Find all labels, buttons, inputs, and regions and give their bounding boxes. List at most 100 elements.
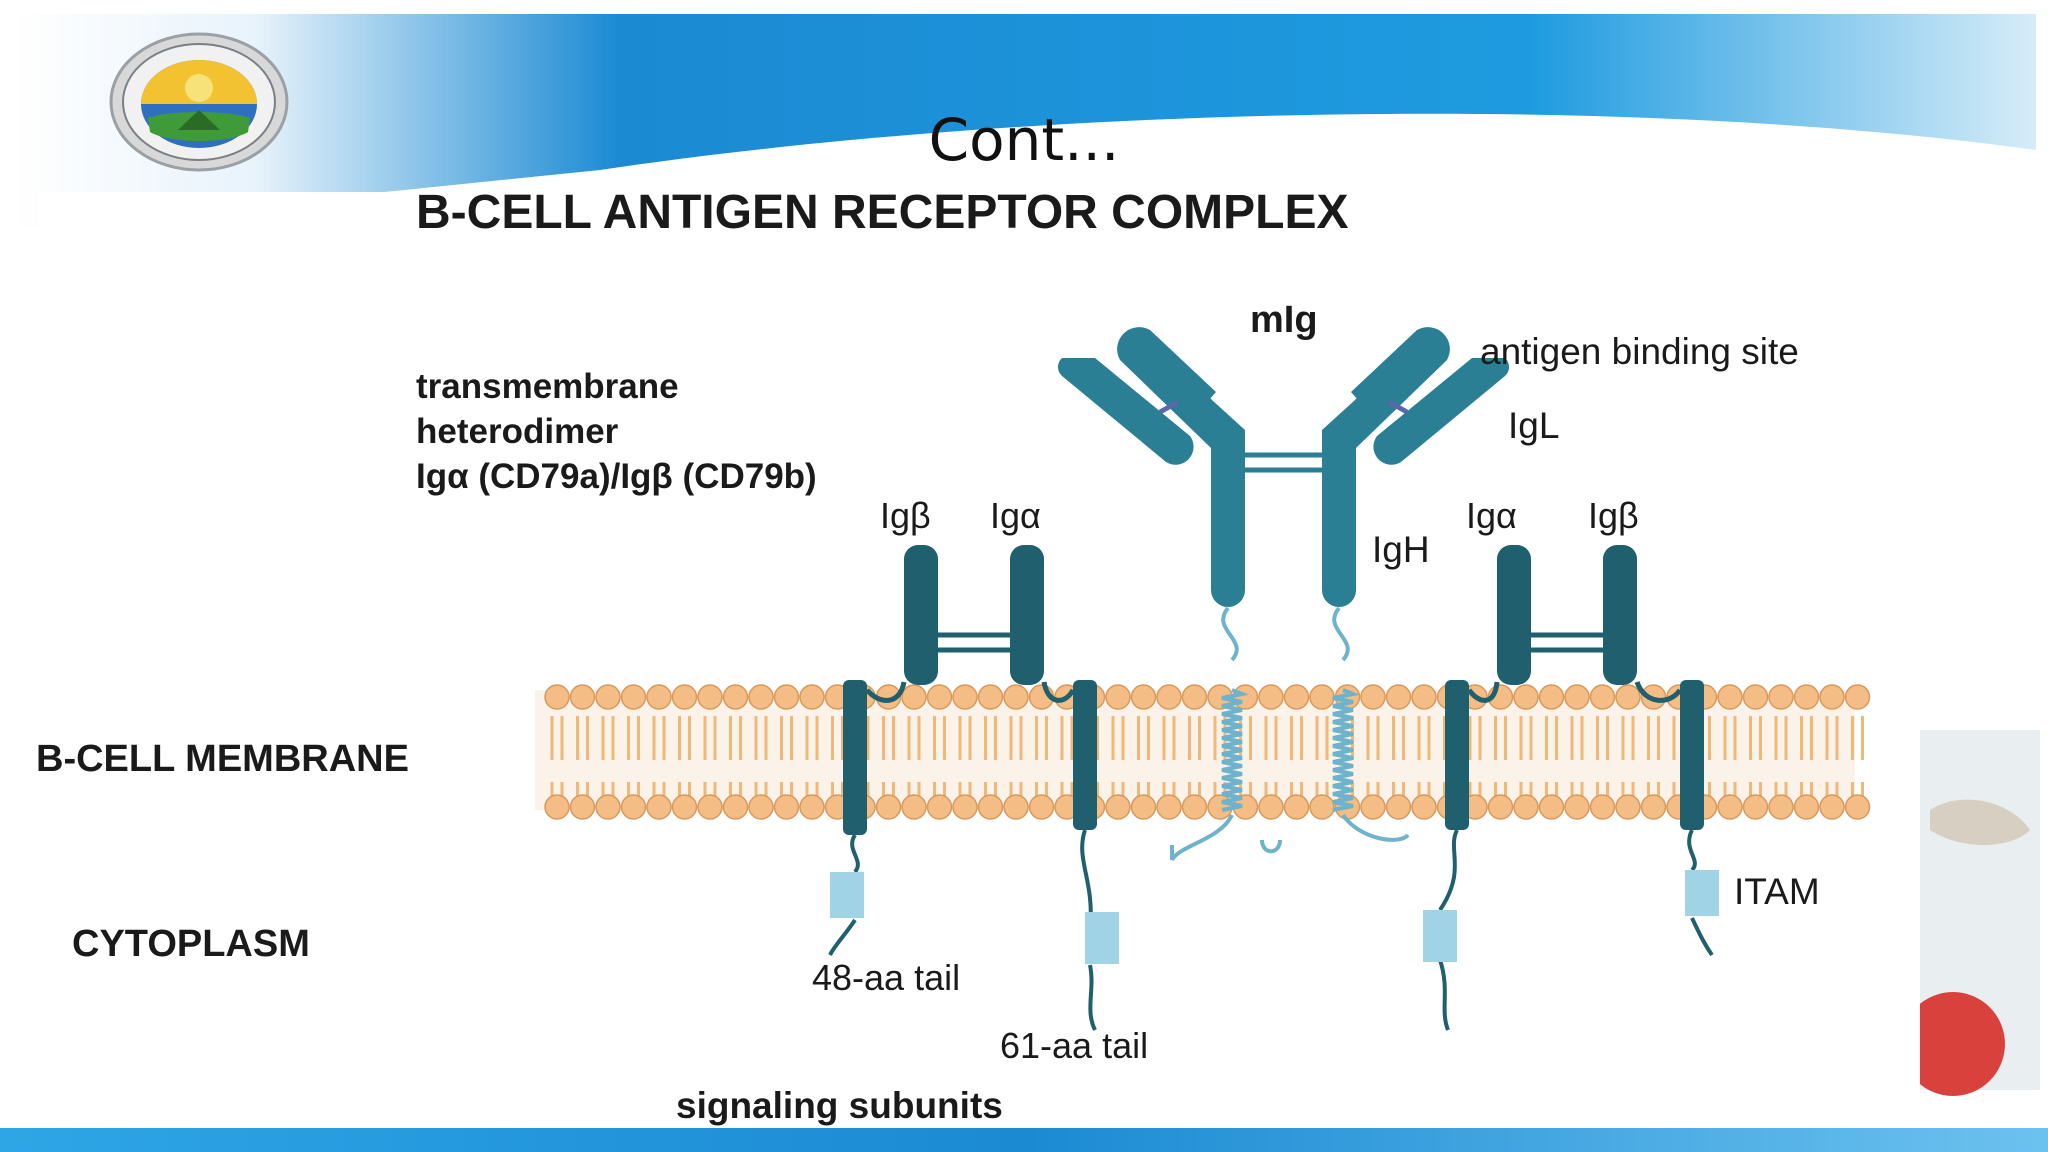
lipid-tail	[1111, 716, 1125, 800]
lipid-head	[671, 794, 698, 820]
ig-alpha-beta-label: Igα (CD79a)/Igβ (CD79b)	[416, 457, 817, 496]
antigen-binding-site-label: antigen binding site	[1480, 331, 1799, 372]
igl-label: IgL	[1508, 405, 1559, 446]
lipid-head	[1564, 684, 1590, 710]
itam-boxes	[830, 870, 1719, 964]
lipid-head	[1309, 794, 1335, 820]
lipid-tail	[1137, 716, 1150, 800]
lipid-head	[977, 684, 1004, 710]
lipid-head	[1003, 684, 1029, 710]
lipid-tail	[907, 716, 921, 800]
lipid-tail	[958, 716, 972, 800]
lipid-head	[952, 684, 978, 710]
lipid-head	[977, 794, 1004, 820]
lipid-head	[1615, 684, 1641, 710]
lipid-head	[697, 794, 723, 820]
right-igbeta-label: Igβ	[1588, 495, 1639, 536]
left-igbeta-label: Igβ	[880, 495, 931, 536]
diagram-heading: B-CELL ANTIGEN RECEPTOR COMPLEX	[416, 186, 1349, 239]
lipid-head	[1589, 684, 1616, 710]
left-igalpha-label: Igα	[990, 495, 1041, 536]
lipid-tail	[1749, 716, 1762, 800]
lipid-head	[1615, 794, 1641, 820]
lipid-tail	[1774, 716, 1788, 800]
lipid-head	[1309, 684, 1335, 710]
lipid-tail	[984, 716, 997, 800]
lipid-head	[1717, 684, 1743, 710]
lipid-head	[697, 684, 723, 710]
lipid-head	[1640, 794, 1667, 820]
lipid-head	[595, 794, 621, 820]
lipid-head	[1742, 684, 1769, 710]
lipid-tail	[1315, 716, 1329, 800]
lipid-head	[1819, 684, 1845, 710]
lipid-tail	[1468, 716, 1482, 800]
lipid-tail	[754, 716, 768, 800]
lipid-tail	[550, 716, 564, 800]
lipid-head	[1513, 794, 1539, 820]
lipid-head	[1105, 794, 1131, 820]
lipid-tail	[627, 716, 640, 800]
lipid-head	[722, 684, 749, 710]
red-decor-circle	[1901, 992, 2005, 1096]
lipid-head	[1768, 794, 1794, 820]
lipid-head	[595, 684, 621, 710]
lipid-head	[646, 794, 672, 820]
lipid-tail	[1290, 716, 1303, 800]
lipid-head	[1411, 684, 1437, 710]
lipid-tail	[1519, 716, 1533, 800]
lipid-head	[1283, 794, 1310, 820]
lipid-tail	[1417, 716, 1431, 800]
lipid-tail	[1545, 716, 1558, 800]
lipid-head	[773, 684, 800, 710]
lipid-head	[1130, 684, 1157, 710]
lipid-head	[748, 684, 774, 710]
lipid-head	[1360, 684, 1386, 710]
lipid-tail	[729, 716, 742, 800]
lipid-tail	[780, 716, 793, 800]
lipid-head	[1819, 794, 1845, 820]
lipid-head	[952, 794, 978, 820]
lipid-tail	[678, 716, 691, 800]
right-igalpha-label: Igα	[1466, 495, 1517, 536]
lipid-head	[569, 794, 596, 820]
lipid-head	[544, 684, 570, 710]
lipid-head	[1513, 684, 1539, 710]
lipid-tail	[882, 716, 895, 800]
lipid-head	[1003, 794, 1029, 820]
lipid-head	[1258, 684, 1284, 710]
lipid-tail	[652, 716, 666, 800]
cytoplasm-label: CYTOPLASM	[72, 923, 310, 965]
lipid-tail	[1570, 716, 1584, 800]
lipid-head	[875, 794, 902, 820]
lipid-head	[1028, 794, 1055, 820]
lipid-head	[1768, 684, 1794, 710]
lipid-tail	[1647, 716, 1660, 800]
lipid-tail	[933, 716, 946, 800]
slide-title: Cont...	[928, 106, 1120, 174]
university-seal-icon	[109, 32, 289, 172]
transmembrane-label: transmembrane	[416, 367, 679, 406]
lipid-head	[799, 794, 825, 820]
lipid-head	[926, 684, 953, 710]
lipid-tail	[1264, 716, 1278, 800]
lipid-head	[544, 794, 570, 820]
lipid-head	[1411, 794, 1437, 820]
signaling-subunits-label: signaling subunits	[676, 1085, 1003, 1126]
lipid-head	[1258, 794, 1284, 820]
lipid-head	[569, 684, 596, 710]
left-heterodimer	[904, 545, 1044, 685]
lipid-tail	[1392, 716, 1405, 800]
lipid-head	[773, 794, 800, 820]
lipid-tail	[601, 716, 615, 800]
lipid-head	[748, 794, 774, 820]
lipid-tail	[1035, 716, 1048, 800]
lipid-head	[901, 794, 927, 820]
membrane-label: B-CELL MEMBRANE	[36, 738, 409, 780]
lipid-head	[1360, 794, 1386, 820]
lipid-head	[1538, 794, 1565, 820]
lipid-tail	[1800, 716, 1813, 800]
lipid-head	[1844, 794, 1871, 820]
mig-antibody	[1057, 327, 1510, 607]
